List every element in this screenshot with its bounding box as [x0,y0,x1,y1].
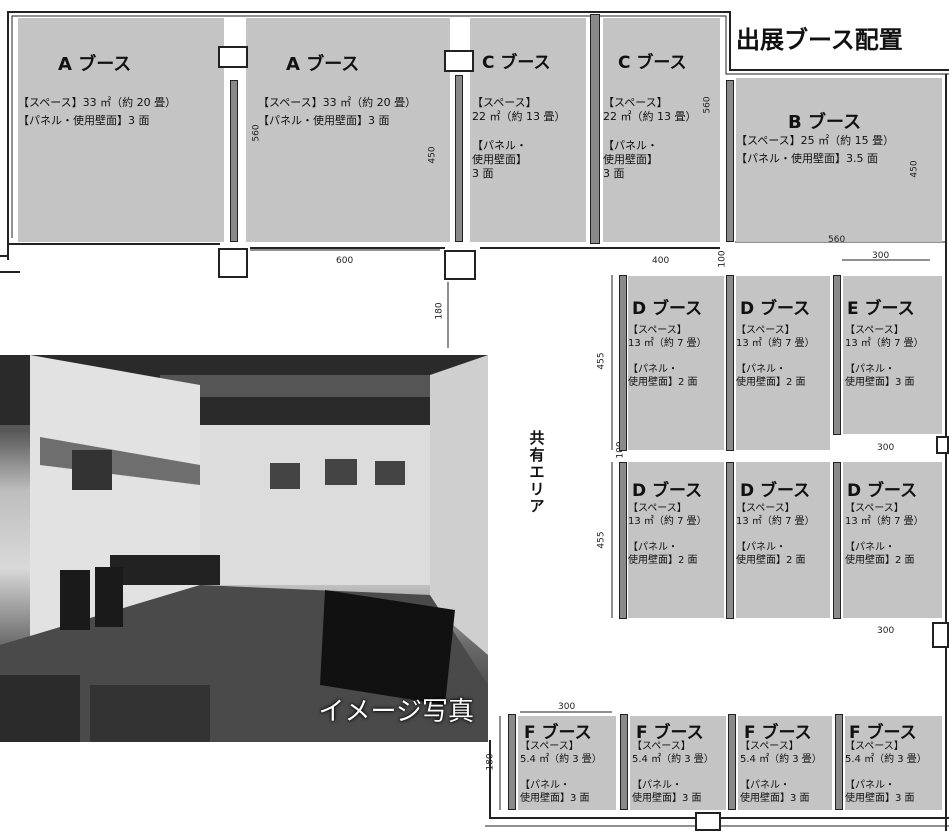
dimension-label: 300 [872,251,890,261]
booth-d-1: D ブース 【スペース】 13 ㎡（約 7 畳） 【パネル・ 使用壁面】2 面 [628,276,724,450]
booth-name: D ブース [847,481,918,501]
booth-details: 【スペース】 5.4 ㎡（約 3 畳） 【パネル・ 使用壁面】3 面 [740,741,822,804]
dimension-label: 300 [877,626,895,636]
booth-space: 【スペース】25 ㎡（約 15 畳） [736,134,895,147]
panel-wall [726,275,734,451]
dimension-label: 450 [909,160,920,178]
booth-name: F ブース [744,723,812,743]
dimension-label: 180 [485,753,496,771]
pillar [218,46,248,68]
dimension-label: 560 [828,235,846,245]
booth-details: 【スペース】 22 ㎡（約 13 畳） 【パネル・ 使用壁面】 3 面 [603,96,697,181]
booth-panel: 【パネル・使用壁面】3.5 面 [736,152,878,165]
dimension-label: 100 [717,250,728,268]
booth-name: D ブース [740,299,811,319]
booth-d-2: D ブース 【スペース】 13 ㎡（約 7 畳） 【パネル・ 使用壁面】2 面 [736,276,830,450]
booth-name: A ブース [286,54,360,75]
dimension-label: 560 [251,124,262,142]
pillar [936,436,949,454]
booth-details: 【スペース】 5.4 ㎡（約 3 畳） 【パネル・ 使用壁面】3 面 [845,741,927,804]
booth-details: 【スペース】 13 ㎡（約 7 畳） 【パネル・ 使用壁面】2 面 [628,503,707,566]
panel-wall [726,462,734,619]
booth-name: F ブース [849,723,917,743]
booth-a-1: A ブース 【スペース】33 ㎡（約 20 畳） 【パネル・使用壁面】3 面 [18,18,224,242]
booth-name: F ブース [524,723,592,743]
dimension-label: 450 [427,146,438,164]
panel-wall [728,714,736,810]
booth-d-3: D ブース 【スペース】 13 ㎡（約 7 畳） 【パネル・ 使用壁面】2 面 [628,462,724,618]
common-area-label: 共有エリア [529,429,545,515]
panel-wall [619,275,627,451]
booth-details: 【スペース】 13 ㎡（約 7 畳） 【パネル・ 使用壁面】2 面 [845,503,924,566]
panel-wall [619,462,627,619]
booth-name: D ブース [740,481,811,501]
dimension-label: 180 [434,302,445,320]
booth-details: 【スペース】 13 ㎡（約 7 畳） 【パネル・ 使用壁面】2 面 [736,325,815,388]
booth-d-4: D ブース 【スペース】 13 ㎡（約 7 畳） 【パネル・ 使用壁面】2 面 [736,462,830,618]
panel-wall [590,14,600,244]
dimension-label: 455 [596,352,607,370]
page-title: 出展ブース配置 [736,26,903,54]
booth-c-1: C ブース 【スペース】 22 ㎡（約 13 畳） 【パネル・ 使用壁面】 3 … [470,18,586,242]
panel-wall [508,714,516,810]
booth-details: 【スペース】 13 ㎡（約 7 畳） 【パネル・ 使用壁面】2 面 [628,325,707,388]
pillar [444,50,474,72]
booth-details: 【スペース】 13 ㎡（約 7 畳） 【パネル・ 使用壁面】3 面 [845,325,924,388]
booth-details: 【スペース】 13 ㎡（約 7 畳） 【パネル・ 使用壁面】2 面 [736,503,815,566]
photo-caption: イメージ写真 [318,697,474,727]
booth-details: 【スペース】 5.4 ㎡（約 3 畳） 【パネル・ 使用壁面】3 面 [520,741,602,804]
exhibition-photo-illustration [0,355,488,742]
booth-name: B ブース [788,112,862,133]
booth-f-2: F ブース 【スペース】 5.4 ㎡（約 3 畳） 【パネル・ 使用壁面】3 面 [630,716,726,810]
dimension-label: 560 [702,96,713,114]
dimension-label: 400 [652,256,670,266]
booth-f-1: F ブース 【スペース】 5.4 ㎡（約 3 畳） 【パネル・ 使用壁面】3 面 [518,716,616,810]
booth-details: 【スペース】 5.4 ㎡（約 3 畳） 【パネル・ 使用壁面】3 面 [632,741,714,804]
pillar [932,622,949,648]
dimension-label: 455 [596,531,607,549]
booth-e: E ブース 【スペース】 13 ㎡（約 7 畳） 【パネル・ 使用壁面】3 面 [843,276,942,434]
booth-name: C ブース [618,53,687,73]
booth-panel: 【パネル・使用壁面】3 面 [258,114,390,127]
booth-name: D ブース [632,299,703,319]
booth-name: C ブース [482,53,551,73]
booth-name: E ブース [847,299,915,319]
dimension-label: 600 [336,256,354,266]
booth-panel: 【パネル・使用壁面】3 面 [18,114,150,127]
booth-image-photo: イメージ写真 [0,355,488,742]
booth-f-4: F ブース 【スペース】 5.4 ㎡（約 3 畳） 【パネル・ 使用壁面】3 面 [845,716,942,810]
booth-space: 【スペース】33 ㎡（約 20 畳） [18,96,177,109]
dimension-label: 300 [558,702,576,712]
panel-wall [726,80,734,242]
pillar [444,250,476,280]
panel-wall [833,462,841,619]
panel-wall [455,75,463,242]
panel-wall [230,80,238,242]
booth-d-5: D ブース 【スペース】 13 ㎡（約 7 畳） 【パネル・ 使用壁面】2 面 [843,462,942,618]
booth-name: D ブース [632,481,703,501]
booth-details: 【スペース】 22 ㎡（約 13 畳） 【パネル・ 使用壁面】 3 面 [472,96,566,181]
panel-wall [620,714,628,810]
booth-name: A ブース [58,54,132,75]
booth-c-2: C ブース 【スペース】 22 ㎡（約 13 畳） 【パネル・ 使用壁面】 3 … [603,18,720,242]
booth-space: 【スペース】33 ㎡（約 20 畳） [258,96,417,109]
booth-name: F ブース [636,723,704,743]
panel-wall [835,714,843,810]
pillar [695,812,721,831]
panel-wall [833,275,841,435]
pillar [218,248,248,278]
booth-b: B ブース 【スペース】25 ㎡（約 15 畳） 【パネル・使用壁面】3.5 面 [736,78,942,242]
dimension-label: 300 [877,443,895,453]
booth-f-3: F ブース 【スペース】 5.4 ㎡（約 3 畳） 【パネル・ 使用壁面】3 面 [738,716,832,810]
booth-a-2: A ブース 【スペース】33 ㎡（約 20 畳） 【パネル・使用壁面】3 面 [246,18,450,242]
